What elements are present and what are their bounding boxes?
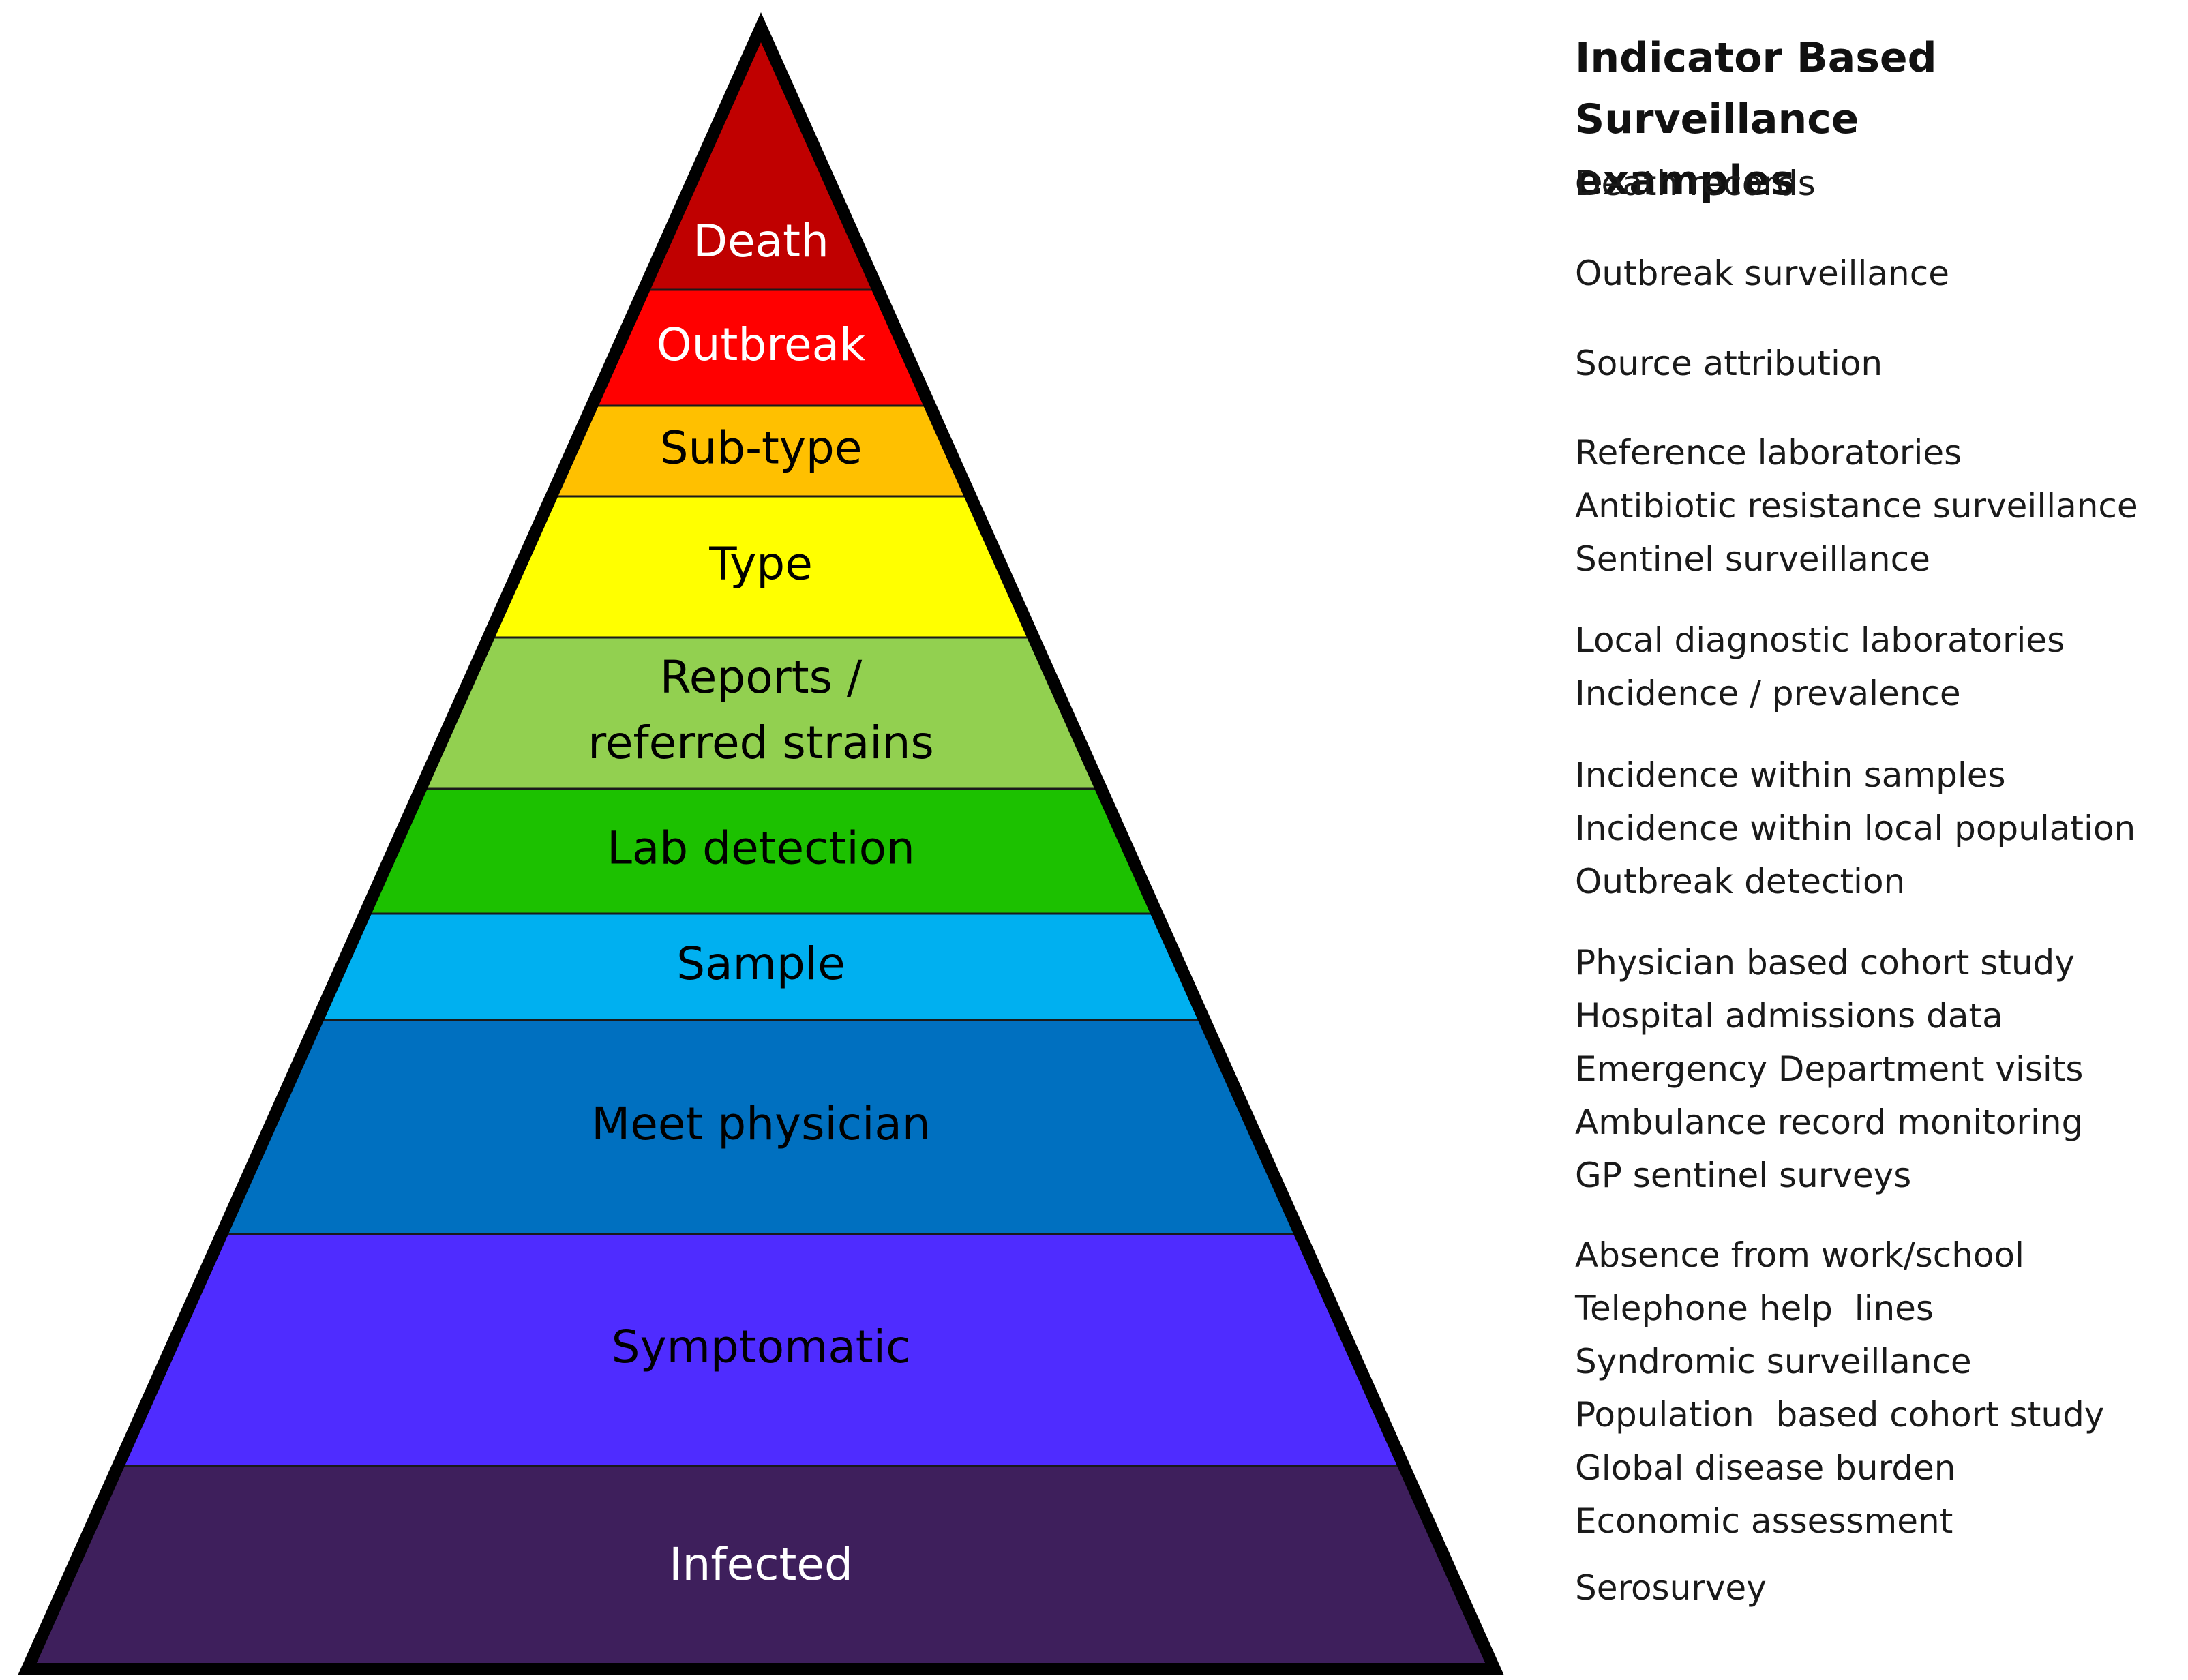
pyramid-layer-label-8: Symptomatic <box>612 1321 911 1373</box>
pyramid-layer-label-0: Death <box>693 215 829 267</box>
example-item: Physician based cohort study <box>1575 943 2075 982</box>
example-group-0: Death records <box>1575 157 1816 210</box>
example-item: Global disease burden <box>1575 1448 1956 1488</box>
pyramid-layer-label-6: Sample <box>676 937 845 990</box>
panel-title-line-1: Indicator Based Surveillance <box>1575 34 1937 143</box>
example-item: Hospital admissions data <box>1575 996 2003 1036</box>
example-item: Telephone help lines <box>1575 1289 1934 1328</box>
pyramid-outline <box>18 12 1504 1675</box>
example-item: Source attribution <box>1575 344 1883 383</box>
example-group-1: Outbreak surveillance <box>1575 247 1949 300</box>
example-item: Incidence within local population <box>1575 809 2136 848</box>
pyramid-layer-label-1: Outbreak <box>657 318 866 371</box>
example-group-2: Source attribution <box>1575 337 1883 390</box>
example-item: Local diagnostic laboratories <box>1575 620 2065 660</box>
pyramid-layer-label-7: Meet physician <box>591 1098 930 1150</box>
example-item: Outbreak detection <box>1575 862 1906 901</box>
example-item: Absence from work/school <box>1575 1235 2024 1275</box>
example-item: Incidence within samples <box>1575 755 2006 795</box>
example-item: Reference laboratories <box>1575 433 1962 472</box>
example-item: Emergency Department visits <box>1575 1049 2084 1089</box>
panel-title-line-2: examples <box>1575 157 1795 205</box>
example-group-8: Serosurvey <box>1575 1561 1767 1615</box>
example-item: Ambulance record monitoring <box>1575 1102 2084 1142</box>
example-item: Sentinel surveillance <box>1575 539 1930 579</box>
panel-title: Indicator Based Surveillance examples <box>1575 27 2175 211</box>
example-item: Population based cohort study <box>1575 1395 2105 1435</box>
pyramid-layer-label-2: Sub-type <box>660 422 863 475</box>
pyramid-layer-label-3: Type <box>708 538 813 590</box>
example-item: Outbreak surveillance <box>1575 254 1949 293</box>
example-item: Serosurvey <box>1575 1568 1767 1608</box>
pyramid-layer-label-4-0: Reports / <box>660 651 863 704</box>
example-item: GP sentinel surveys <box>1575 1156 1912 1195</box>
example-item: Syndromic surveillance <box>1575 1342 1972 1381</box>
pyramid-layer-label-5: Lab detection <box>607 822 915 875</box>
pyramid-layer-label-4-1: referred strains <box>588 717 934 769</box>
example-item: Economic assessment <box>1575 1501 1953 1541</box>
surveillance-examples-panel: Indicator Based Surveillance examples De… <box>1575 27 2175 1608</box>
pyramid-layer-label-9: Infected <box>669 1538 853 1591</box>
example-item: Antibiotic resistance surveillance <box>1575 486 2138 526</box>
example-item: Death records <box>1575 164 1816 203</box>
example-item: Incidence / prevalence <box>1575 674 1961 713</box>
